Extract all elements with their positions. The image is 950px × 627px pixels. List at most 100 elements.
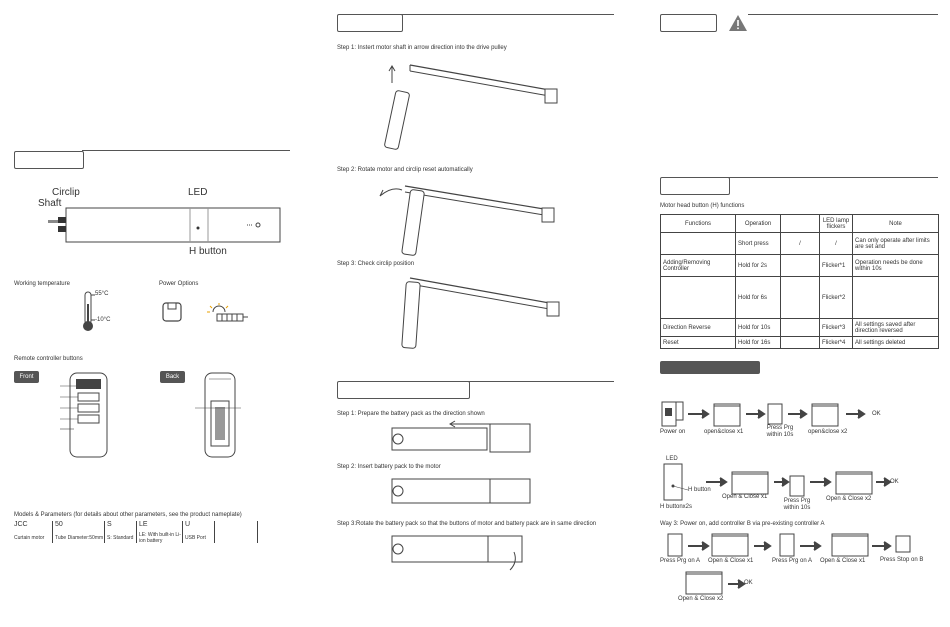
cell-function: Adding/Removing Controller (660, 254, 736, 277)
model-code: U (185, 521, 191, 528)
table-row: Hold for 6s Flicker*2 (660, 276, 939, 319)
way2-led: LED (666, 456, 678, 462)
functions-table: Functions Operation LED lamp flickers No… (660, 214, 939, 349)
cell-function: Reset (660, 336, 736, 349)
section-bar (660, 361, 760, 374)
cell-extra: / (780, 232, 820, 255)
section-header-line (401, 14, 614, 15)
table-row: Direction Reverse Hold for 10s Flicker*3… (660, 318, 939, 337)
way3-flow-diagram-2 (685, 571, 746, 595)
way3-oc1b: Open & Close x1 (820, 558, 866, 564)
battery-step-3: Step 3:Rotate the battery pack so that t… (337, 521, 597, 527)
cell-note: Can only operate after limits are set an… (852, 232, 939, 255)
cell-note: All settings deleted (852, 336, 939, 349)
model-col-1: 50 Tube Diameter:50mm (52, 521, 107, 543)
install-step-3-diagram (401, 277, 560, 349)
motor-side-diagram (48, 207, 281, 243)
label-circlip: Circlip (52, 187, 80, 198)
way2-flow-diagram (706, 471, 892, 497)
way1-press-prg: Press Prg within 10s (766, 425, 794, 438)
table-row: Reset Hold for 16s Flicker*4 All setting… (660, 336, 939, 349)
label-shaft: Shaft (38, 198, 62, 209)
section-header-box (660, 177, 730, 195)
model-code: S (107, 521, 112, 528)
cell-note (852, 276, 939, 319)
model-desc: LE: With built-in Li-ion battery (139, 532, 181, 544)
way3-oc2: Open & Close x2 (678, 596, 724, 602)
install-step-1-diagram (384, 64, 558, 150)
thermometer-icon (83, 291, 95, 331)
section-header-line (82, 150, 290, 151)
section-header-box (660, 14, 717, 32)
cell-extra (780, 254, 820, 277)
models-title: Models & Parameters (for details about o… (14, 512, 242, 518)
model-desc: USB Port (185, 535, 206, 541)
remote-title: Remote controller buttons (14, 356, 83, 362)
power-options-title: Power Options (159, 281, 199, 287)
temp-low: -10°C (95, 317, 111, 323)
model-col-3: LE LE: With built-in Li-ion battery (136, 521, 183, 544)
cell-operation: Hold for 6s (735, 276, 781, 319)
model-col-4: U USB Port (182, 521, 215, 543)
remote-back-diagram (195, 372, 241, 458)
battery-step-1-diagram (391, 420, 531, 453)
section-header-line (728, 177, 938, 178)
cell-led: Flicker*2 (819, 276, 853, 319)
cell-extra (780, 276, 820, 319)
way2-oc2: Open & Close x2 (826, 496, 872, 502)
way2-motor-icon (663, 463, 689, 501)
table-header-row: Functions Operation LED lamp flickers No… (660, 214, 939, 233)
way1-flow-diagram (661, 401, 866, 427)
way1-power-on: Power on (660, 429, 686, 435)
warning-icon (729, 15, 747, 31)
cell-extra (780, 318, 820, 337)
usb-icon (162, 302, 182, 322)
way1-oc1: open&close x1 (704, 429, 744, 435)
table-row: Adding/Removing Controller Hold for 2s F… (660, 254, 939, 277)
install-step-1: Step 1: Instert motor shaft in arrow dir… (337, 45, 507, 51)
models-table: JCC Curtain motor 50 Tube Diameter:50mm … (14, 521, 260, 544)
table-header: Operation (735, 214, 781, 233)
model-desc: S: Standard (107, 535, 134, 541)
label-h-button: H button (189, 246, 227, 257)
cell-led: / (819, 232, 853, 255)
way3-stop-b: Press Stop on B (880, 557, 924, 563)
install-step-3: Step 3: Check circlip position (337, 261, 415, 267)
model-col-0: JCC Curtain motor (14, 521, 50, 543)
cell-note: All settings saved after direction rever… (852, 318, 939, 337)
install-step-2: Step 2: Rotate motor and circlip reset a… (337, 167, 473, 173)
section-header-box (14, 151, 84, 169)
way2-press-prg: Press Prg within 10s (783, 498, 811, 511)
cell-led: Flicker*4 (819, 336, 853, 349)
way3-prg-a-2: Press Prg on A (772, 558, 813, 564)
cell-operation: Short press (735, 232, 781, 255)
battery-step-2: Step 2: Insert battery pack to the motor (337, 464, 441, 470)
temp-high: 55°C (95, 291, 109, 297)
functions-table-title: Motor head button (H) functions (660, 203, 745, 209)
cell-led: Flicker*1 (819, 254, 853, 277)
section-header-line (468, 381, 614, 382)
cell-operation: Hold for 2s (735, 254, 781, 277)
way3-prg-a-1: Press Prg on A (660, 558, 701, 564)
table-header: Functions (660, 214, 736, 233)
way3-flow-diagram (667, 533, 911, 557)
battery-step-1: Step 1: Prepare the battery pack as the … (337, 411, 485, 417)
battery-step-3-diagram (391, 535, 523, 571)
cell-note: Operation needs be done within 10s (852, 254, 939, 277)
remote-front-diagram (60, 372, 108, 458)
cell-extra (780, 336, 820, 349)
way2-h-button-x2: H buttonx2s (660, 504, 693, 510)
cell-operation: Hold for 16s (735, 336, 781, 349)
tag-front: Front (14, 371, 39, 383)
way2-h-button: H button (688, 487, 711, 493)
working-temperature-title: Working temperature (14, 281, 70, 287)
table-header (780, 214, 820, 233)
model-col-2: S S: Standard (104, 521, 139, 543)
section-header-box (337, 14, 403, 32)
model-code: LE (139, 521, 148, 528)
tag-back: Back (160, 371, 185, 383)
cell-function (660, 232, 736, 255)
section-header-line (748, 14, 938, 15)
way3-ok: OK (744, 580, 753, 586)
model-desc: Tube Diameter:50mm (55, 535, 104, 541)
